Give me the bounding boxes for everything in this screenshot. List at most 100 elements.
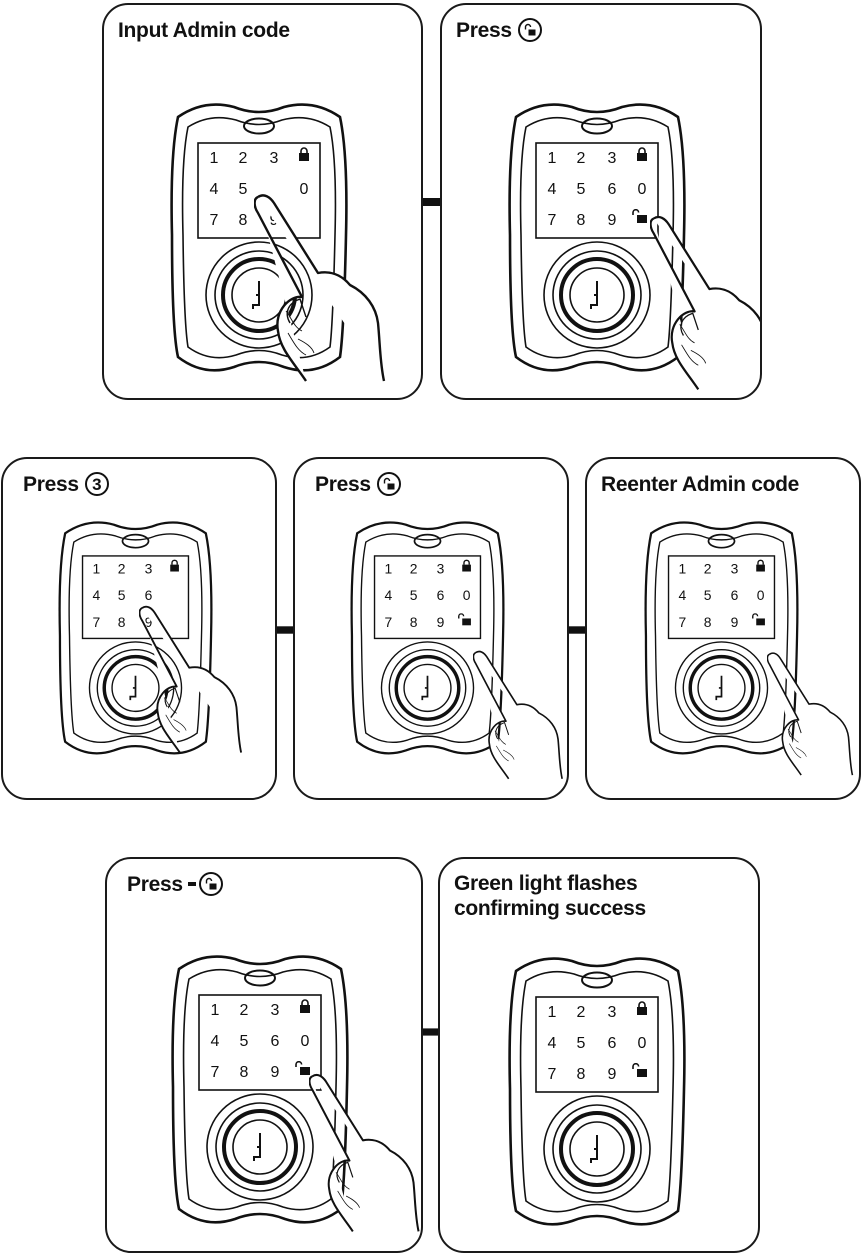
step-title: Press [315,471,401,497]
unlock-icon [376,472,401,497]
key-4: 4 [210,181,219,198]
lock-icon [299,999,311,1013]
svg-text:6: 6 [437,587,445,603]
hold-dash [187,882,196,887]
step-title: Press [456,17,542,43]
svg-text:9: 9 [145,614,153,630]
svg-text:6: 6 [608,181,617,198]
svg-text:2: 2 [577,1004,586,1021]
svg-text:1: 1 [93,560,101,576]
unlock-icon [295,1061,311,1075]
svg-text:4: 4 [385,587,393,603]
svg-text:0: 0 [638,181,647,198]
step-title: Input Admin code [118,18,290,42]
svg-text:1: 1 [548,150,557,167]
svg-text:6: 6 [145,587,153,603]
key-0: 0 [300,181,309,198]
step-title: Press [127,871,223,897]
keypad-lock-illustration: 1 2 3 4 5 6 0 7 8 9 [502,95,692,380]
svg-text:9: 9 [731,614,739,630]
svg-text:0: 0 [463,587,471,603]
svg-text:8: 8 [577,212,586,229]
svg-text:9: 9 [608,212,617,229]
svg-text:5: 5 [577,1035,586,1052]
key-1: 1 [210,150,219,167]
svg-text:2: 2 [704,560,712,576]
unlock-icon [458,613,472,626]
step-panel-5: Reenter Admin code 1 2 3 4 5 6 0 7 8 9 [585,457,861,800]
svg-text:4: 4 [211,1033,220,1050]
svg-text:3: 3 [271,1002,280,1019]
key-2: 2 [239,150,248,167]
svg-text:1: 1 [385,560,393,576]
svg-text:3: 3 [145,560,153,576]
svg-text:0: 0 [301,1033,310,1050]
step-title: Green light flashes confirming success [454,871,646,921]
svg-text:2: 2 [240,1002,249,1019]
hand-pointer-icon [767,625,859,800]
svg-text:9: 9 [608,1066,617,1083]
step-panel-7: Green light flashes confirming success 1… [438,857,760,1253]
hand-pointer-icon [309,1051,423,1253]
svg-text:5: 5 [118,587,126,603]
svg-text:7: 7 [211,1064,220,1081]
unlock-icon [632,209,648,223]
step-panel-1: Input Admin code 1 2 3 4 5 0 7 8 9 [102,3,423,400]
svg-text:0: 0 [638,1035,647,1052]
lock-icon [636,1001,648,1015]
svg-text:1: 1 [679,560,687,576]
svg-text:5: 5 [410,587,418,603]
step-title: Reenter Admin code [601,472,800,496]
key-9: 9 [270,212,279,229]
step-title-line-1: Green light flashes [454,872,638,895]
svg-text:2: 2 [577,150,586,167]
svg-text:1: 1 [211,1002,220,1019]
lock-icon [169,559,180,572]
keypad-lock-illustration: 1 2 3 4 5 6 0 7 8 9 [345,514,510,762]
svg-text:8: 8 [410,614,418,630]
svg-text:6: 6 [731,587,739,603]
svg-text:7: 7 [548,1066,557,1083]
svg-text:8: 8 [704,614,712,630]
svg-text:3: 3 [731,560,739,576]
svg-text:1: 1 [548,1004,557,1021]
key-3: 3 [270,150,279,167]
unlock-icon [198,872,223,897]
svg-text:5: 5 [704,587,712,603]
svg-text:3: 3 [437,560,445,576]
unlock-icon [632,1063,648,1077]
svg-text:7: 7 [679,614,687,630]
step-title-line-2: confirming success [454,897,646,920]
svg-text:2: 2 [410,560,418,576]
step-panel-6: Press 1 2 3 4 5 6 0 7 8 9 [105,857,423,1253]
svg-text:9: 9 [271,1064,280,1081]
lock-icon [636,147,648,161]
hand-pointer-icon [473,625,569,800]
svg-text:7: 7 [385,614,393,630]
svg-text:8: 8 [577,1066,586,1083]
keypad-lock-illustration: 1 2 3 4 5 0 7 8 9 [164,95,354,380]
svg-text:0: 0 [757,587,765,603]
svg-text:4: 4 [93,587,101,603]
svg-text:3: 3 [608,150,617,167]
keypad-lock-illustration: 1 2 3 4 5 6 0 7 8 9 [165,947,355,1232]
keypad-lock-illustration: 1 2 3 4 5 6 0 7 8 9 [639,514,804,762]
svg-text:4: 4 [548,1035,557,1052]
key-3-badge: 3 [84,472,109,497]
svg-text:6: 6 [271,1033,280,1050]
keypad-lock-illustration: 1 2 3 4 5 6 0 7 8 9 [502,949,692,1234]
svg-text:4: 4 [679,587,687,603]
svg-text:7: 7 [548,212,557,229]
svg-text:8: 8 [118,614,126,630]
hand-pointer-icon [650,203,762,400]
svg-text:5: 5 [240,1033,249,1050]
keypad-lock-illustration: 1 2 3 4 5 6 7 8 9 [53,514,218,762]
svg-text:5: 5 [577,181,586,198]
key-5: 5 [239,181,248,198]
unlock-icon [517,18,542,43]
svg-text:7: 7 [93,614,101,630]
svg-text:2: 2 [118,560,126,576]
svg-text:3: 3 [608,1004,617,1021]
step-panel-4: Press 1 2 3 4 5 6 0 7 8 9 [293,457,569,800]
